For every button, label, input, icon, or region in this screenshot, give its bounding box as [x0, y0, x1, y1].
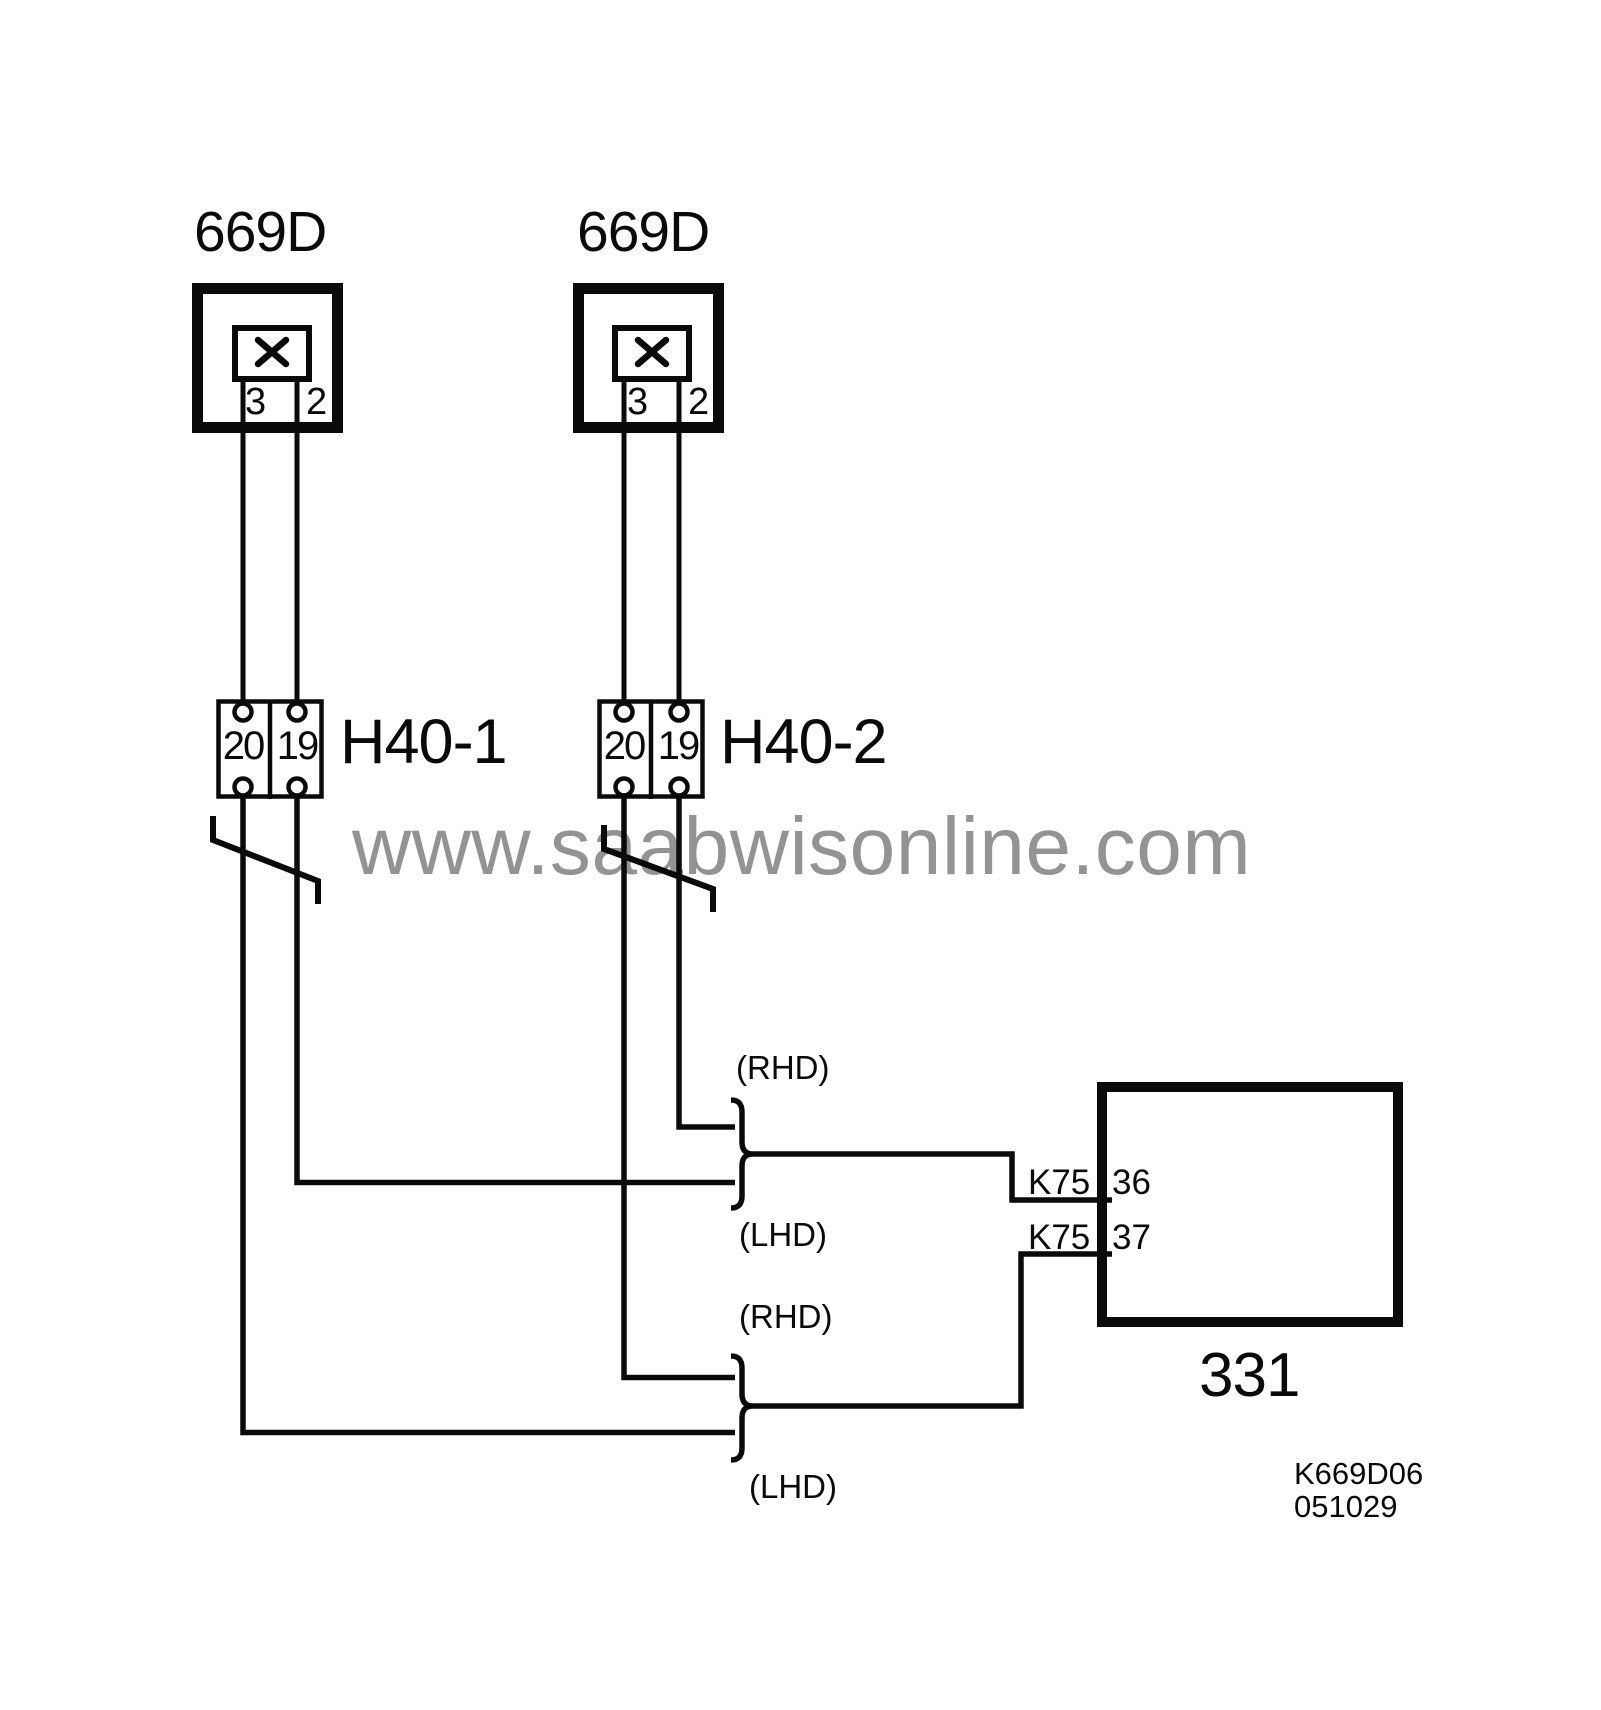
variant-rhd-lower-label: (RHD) — [739, 1298, 833, 1335]
wire-to-k75-37 — [753, 1251, 1112, 1409]
wire-h40-2-pin19 — [676, 795, 735, 1130]
watermark-text: www.saabwisonline.com — [352, 801, 1252, 892]
ecu-331-box — [1097, 1082, 1403, 1327]
terminal-circle-icon — [232, 701, 254, 723]
wire-to-k75-36 — [753, 1151, 1112, 1203]
terminal-circle-icon — [613, 776, 635, 798]
lamp-2-bulb-x-icon — [634, 336, 670, 368]
lamp-2-pin-3-label: 3 — [627, 381, 649, 423]
lamp-1-pin-wires — [240, 379, 300, 701]
crossover-symbol-right-icon — [601, 825, 716, 912]
doc-date-label: 051029 — [1294, 1489, 1398, 1524]
terminal-circle-icon — [613, 701, 635, 723]
lamp-1-bulb-x-icon — [254, 336, 290, 368]
connector-h40-1-pin-19-label: 19 — [276, 724, 320, 768]
lamp-2-pin-wires — [621, 379, 682, 701]
connector-h40-2-label: H40-2 — [720, 707, 888, 777]
merge-brace-upper-icon — [730, 1097, 754, 1211]
connector-h40-2-pin-20-label: 20 — [603, 724, 647, 768]
wire-h40-1-pin20 — [240, 795, 735, 1436]
lamp-1-outer-box — [192, 283, 343, 433]
variant-lhd-lower-label: (LHD) — [749, 1468, 837, 1505]
terminal-circle-icon — [286, 776, 308, 798]
ecu-pin36-connector-label: K75 — [1028, 1163, 1091, 1202]
merge-brace-lower-icon — [730, 1353, 754, 1463]
lamp-2-label: 669D — [577, 200, 710, 264]
lamp-1-bulb-box — [232, 325, 312, 382]
connector-h40-1-label: H40-1 — [340, 707, 508, 777]
lamp-2-symbol — [573, 283, 724, 701]
ecu-pin36-label: 36 — [1112, 1163, 1151, 1202]
ecu-pin37-label: 37 — [1112, 1218, 1151, 1257]
wire-h40-2-pin20 — [621, 795, 735, 1381]
terminal-circle-icon — [286, 701, 308, 723]
lamp-2-outer-box — [573, 283, 724, 433]
terminal-circle-icon — [232, 776, 254, 798]
variant-rhd-upper-label: (RHD) — [736, 1049, 830, 1086]
ecu-pin37-connector-label: K75 — [1028, 1218, 1091, 1257]
terminal-circle-icon — [668, 701, 690, 723]
wire-h40-1-pin19 — [294, 795, 735, 1186]
doc-code-label: K669D06 — [1294, 1456, 1424, 1491]
lamp-1-pin-3-label: 3 — [245, 381, 267, 423]
crossover-symbol-left-icon — [210, 816, 321, 904]
lamp-1-symbol — [192, 283, 343, 701]
connector-h40-2-pin-19-label: 19 — [657, 724, 701, 768]
variant-lhd-upper-label: (LHD) — [739, 1216, 827, 1253]
connector-h40-1-pin-20-label: 20 — [222, 724, 266, 768]
lamp-2-pin-2-label: 2 — [688, 381, 710, 423]
lamp-1-label: 669D — [194, 200, 327, 264]
lamp-1-pin-2-label: 2 — [306, 381, 328, 423]
ecu-331-label: 331 — [1199, 1341, 1300, 1410]
lamp-2-bulb-box — [612, 325, 692, 382]
terminal-circle-icon — [668, 776, 690, 798]
